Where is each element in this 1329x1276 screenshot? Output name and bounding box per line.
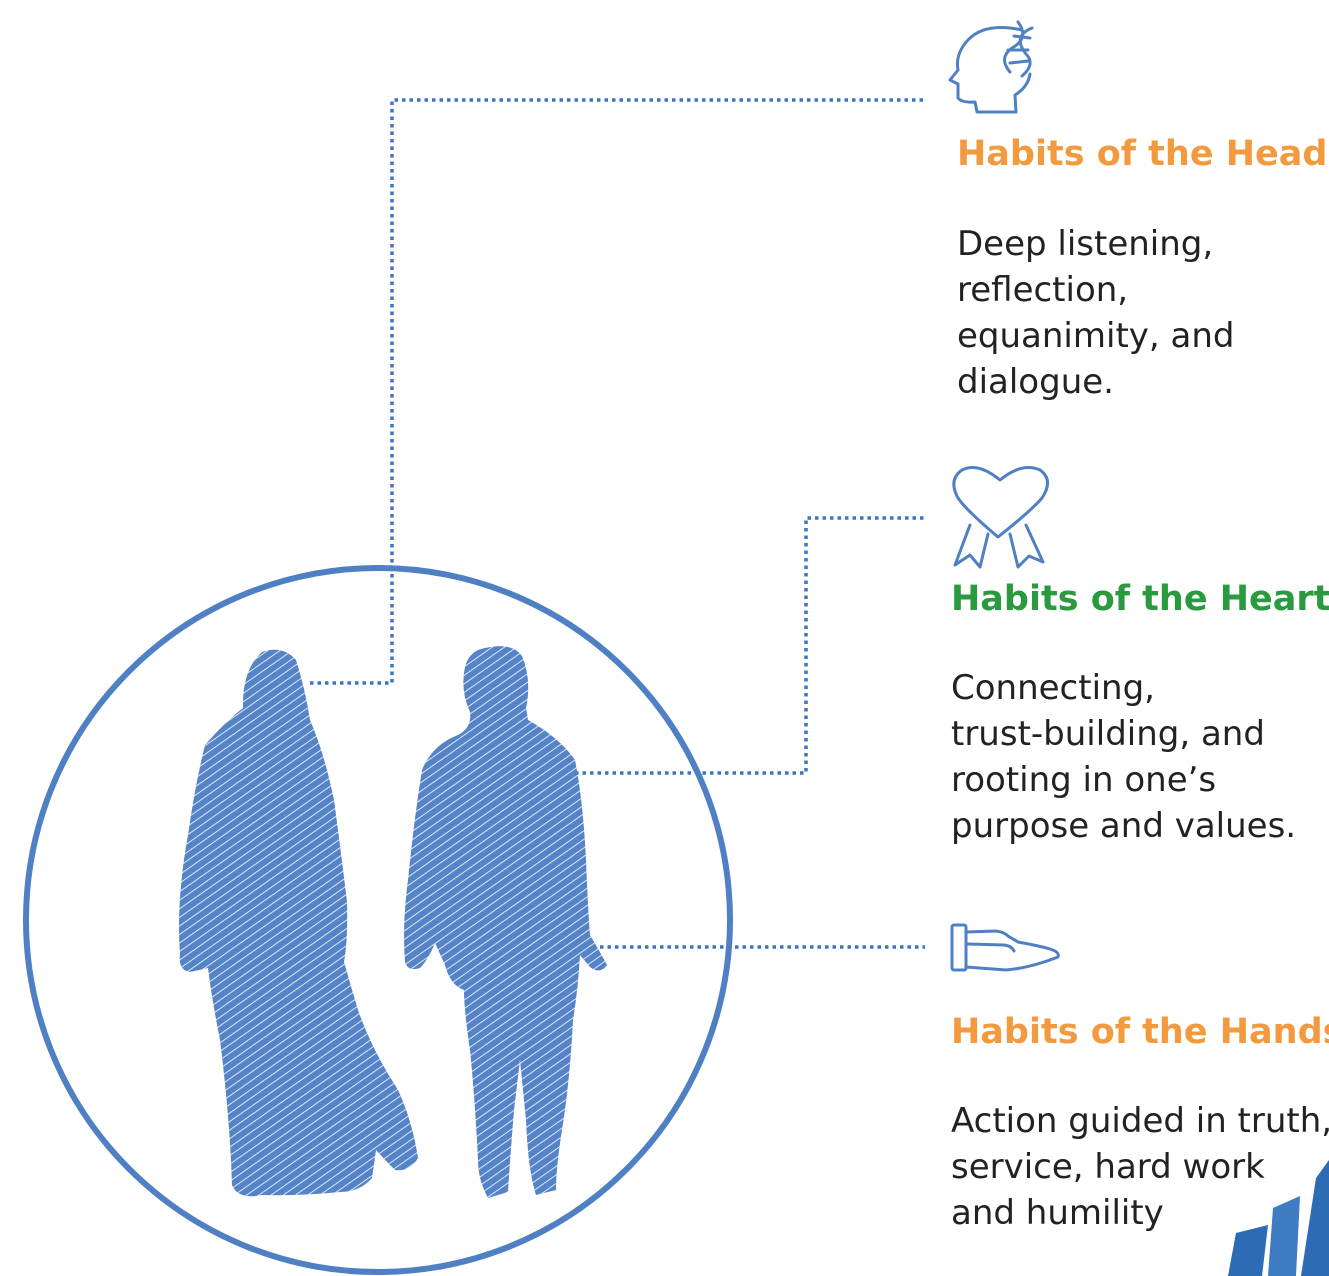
connector-heart — [575, 516, 925, 775]
people-circle — [23, 565, 733, 1275]
hands-line: Action guided in truth, — [951, 1101, 1329, 1141]
head-description: Deep listening, reflection, equanimity, … — [957, 221, 1234, 405]
open-hand-icon — [950, 923, 1060, 972]
hands-description: Action guided in truth, service, hard wo… — [951, 1098, 1329, 1236]
silhouettes — [179, 646, 607, 1198]
head-line: reflection, — [957, 270, 1129, 310]
hands-title: Habits of the Hands — [951, 1012, 1329, 1052]
head-brain-icon — [948, 20, 1034, 114]
heart-title: Habits of the Heart — [951, 579, 1329, 619]
woman-silhouette — [179, 649, 418, 1197]
man-silhouette — [404, 646, 607, 1198]
heart-line: trust-building, and — [951, 714, 1265, 754]
head-line: dialogue. — [957, 362, 1114, 402]
heart-ribbon-icon — [952, 466, 1049, 569]
heart-line: rooting in one’s — [951, 760, 1217, 800]
head-title: Habits of the Head — [957, 134, 1328, 174]
heart-line: Connecting, — [951, 668, 1155, 708]
hands-line: service, hard work — [951, 1147, 1265, 1187]
head-line: equanimity, and — [957, 316, 1235, 356]
heart-line: purpose and values. — [951, 806, 1297, 846]
head-line: Deep listening, — [957, 224, 1214, 264]
connector-head — [310, 98, 925, 685]
corner-emblem — [1228, 1160, 1329, 1276]
connector-lines — [310, 98, 925, 949]
heart-description: Connecting, trust-building, and rooting … — [951, 665, 1296, 849]
hands-line: and humility — [951, 1193, 1164, 1233]
